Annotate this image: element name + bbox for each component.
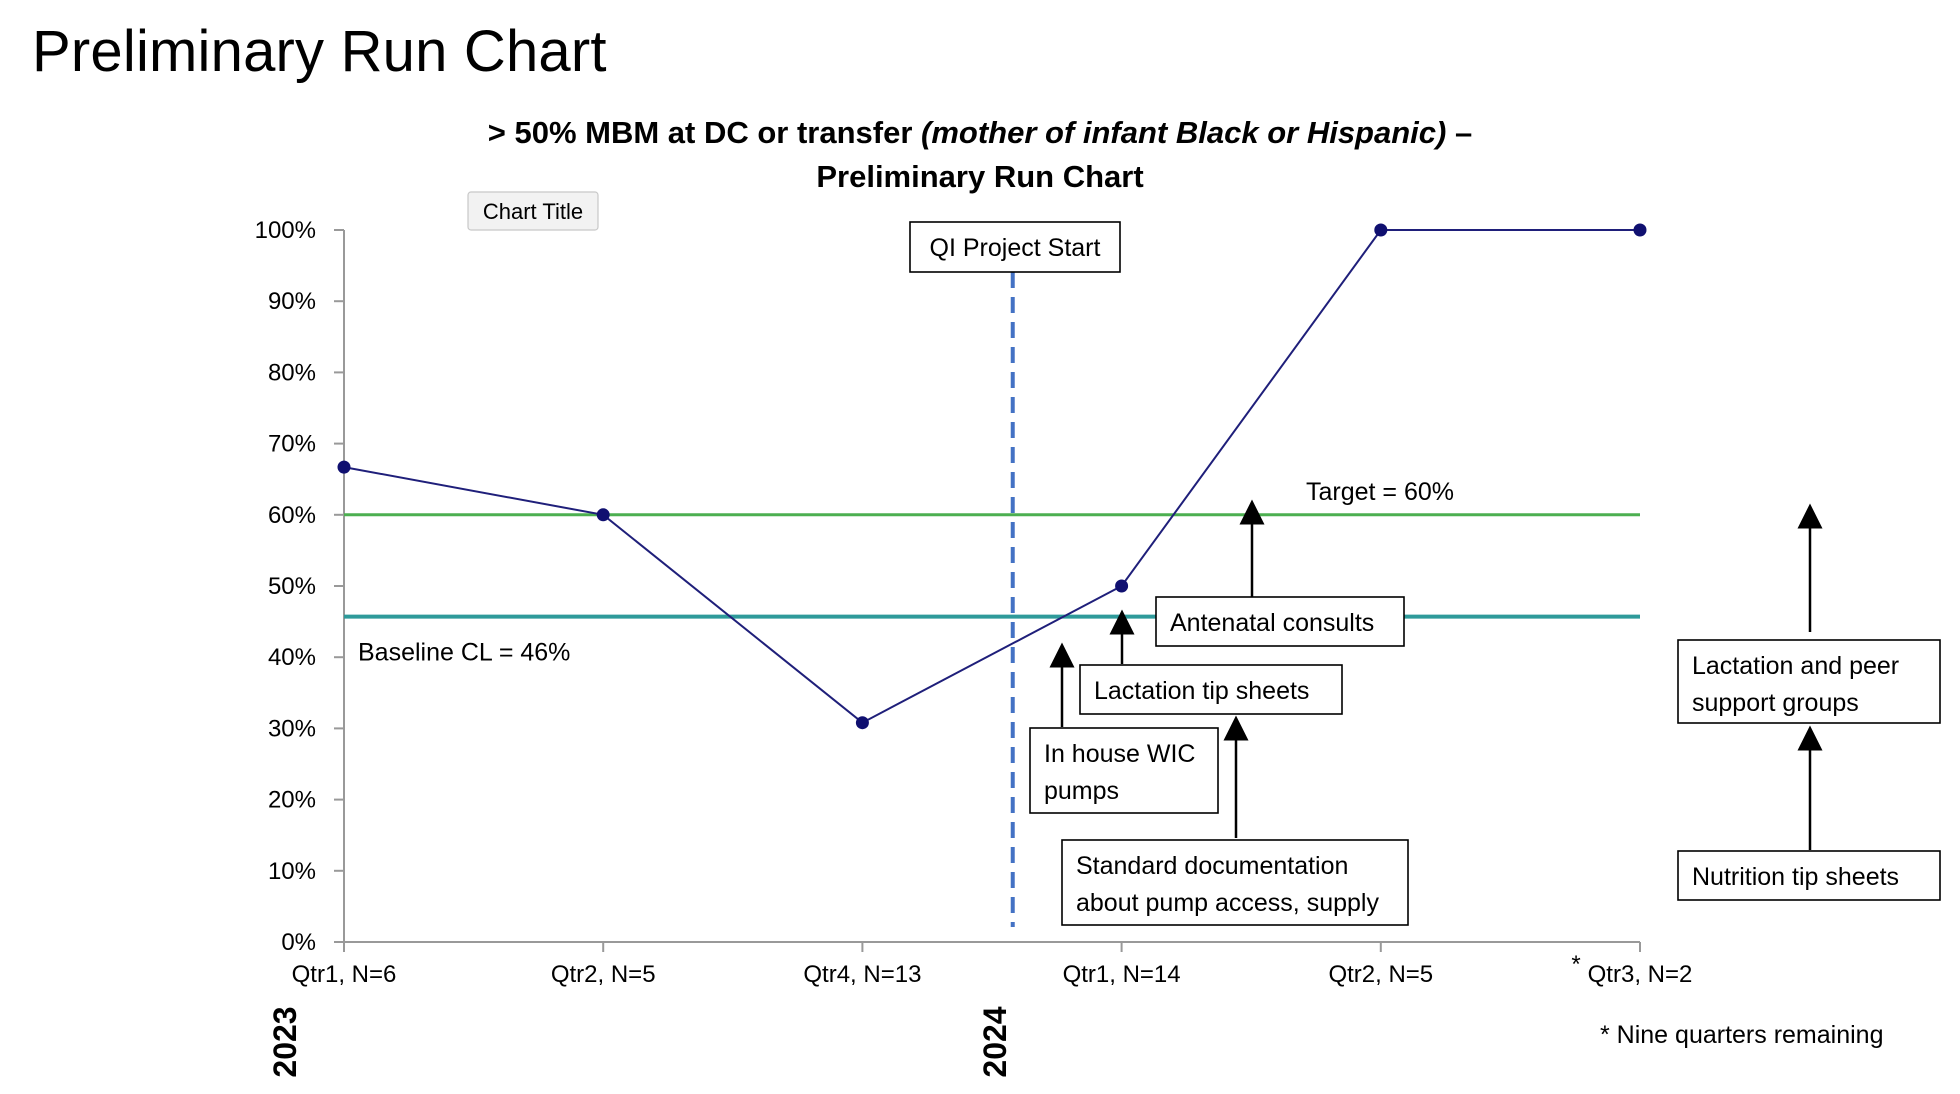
x-category-label: Qtr2, N=5	[1328, 961, 1433, 988]
x-category-label: Qtr3, N=2	[1588, 961, 1693, 988]
lactation-tip-sheets-label: Lactation tip sheets	[1094, 677, 1309, 705]
lactation-peer-support-label: support groups	[1692, 689, 1859, 717]
year-label: 2023	[267, 1006, 303, 1077]
x-axis-ticks: Qtr1, N=6 Qtr2, N=5 Qtr4, N=13 Qtr1, N=14 Qt…	[267, 942, 1692, 1078]
data-point	[855, 716, 869, 730]
y-tick-label: 40%	[268, 644, 316, 671]
y-tick-label: 80%	[268, 359, 316, 386]
y-tick-label: 30%	[268, 715, 316, 742]
chart-title-line2: Preliminary Run Chart	[816, 159, 1143, 194]
x-category-label: Qtr4, N=13	[803, 961, 921, 988]
chart-title-line1: > 50% MBM at DC or transfer (mother of i…	[488, 115, 1472, 150]
in-house-wic-pumps-label: pumps	[1044, 777, 1119, 805]
data-point	[1115, 579, 1129, 593]
baseline-label: Baseline CL = 46%	[358, 639, 570, 667]
target-label: Target = 60%	[1306, 478, 1454, 506]
chart-title-prefix: > 50% MBM at DC or transfer	[488, 115, 921, 150]
x-category-label: Qtr1, N=14	[1063, 961, 1181, 988]
y-tick-label: 50%	[268, 573, 316, 600]
page-title: Preliminary Run Chart	[32, 19, 607, 84]
series-line	[343, 229, 1640, 724]
nutrition-tip-sheets-label: Nutrition tip sheets	[1692, 863, 1899, 891]
qi-project-start-label: QI Project Start	[930, 234, 1101, 262]
year-label: 2024	[977, 1006, 1013, 1077]
footnote: * Nine quarters remaining	[1600, 1021, 1883, 1049]
chart-title-suffix: –	[1446, 115, 1472, 150]
chart-title-chip-label: Chart Title	[483, 199, 583, 224]
x-category-label: Qtr2, N=5	[551, 961, 656, 988]
standard-documentation-box	[1061, 839, 1409, 926]
lactation-tip-sheets-box	[1079, 664, 1343, 715]
y-tick-label: 90%	[268, 288, 316, 315]
reference-lines: Target = 60% Baseline CL = 46% QI Project …	[344, 221, 1640, 927]
nutrition-tip-sheets-box	[1677, 850, 1941, 901]
y-tick-label: 0%	[281, 929, 316, 956]
standard-documentation-label: about pump access, supply	[1076, 889, 1379, 917]
y-tick-label: 70%	[268, 431, 316, 458]
x-category-label: Qtr1, N=6	[292, 961, 397, 988]
y-tick-label: 10%	[268, 858, 316, 885]
data-point	[1633, 223, 1647, 237]
series-lines	[337, 223, 1647, 730]
lactation-peer-support-label: Lactation and peer	[1692, 652, 1899, 680]
antenatal-consults-label: Antenatal consults	[1170, 609, 1374, 637]
y-tick-label: 60%	[268, 502, 316, 529]
y-tick-label: 100%	[255, 217, 316, 244]
standard-documentation-label: Standard documentation	[1076, 852, 1348, 880]
chart-title-italic: (mother of infant Black or Hispanic)	[921, 115, 1446, 150]
data-point	[337, 460, 351, 474]
y-tick-label: 20%	[268, 787, 316, 814]
data-point	[1374, 223, 1388, 237]
in-house-wic-pumps-box	[1029, 727, 1219, 814]
y-axis-ticks: 0% 10% 20% 30% 40% 50% 60% 70% 80% 90% 100%	[255, 217, 344, 956]
chart-title-chip[interactable]: Chart Title	[467, 191, 599, 231]
lactation-peer-support-box	[1677, 639, 1941, 724]
in-house-wic-pumps-label: In house WIC	[1044, 740, 1195, 768]
data-point	[596, 508, 610, 522]
antenatal-consults-box	[1155, 596, 1405, 647]
qi-project-start-box	[909, 221, 1121, 273]
x-category-asterisk: *	[1571, 951, 1580, 978]
